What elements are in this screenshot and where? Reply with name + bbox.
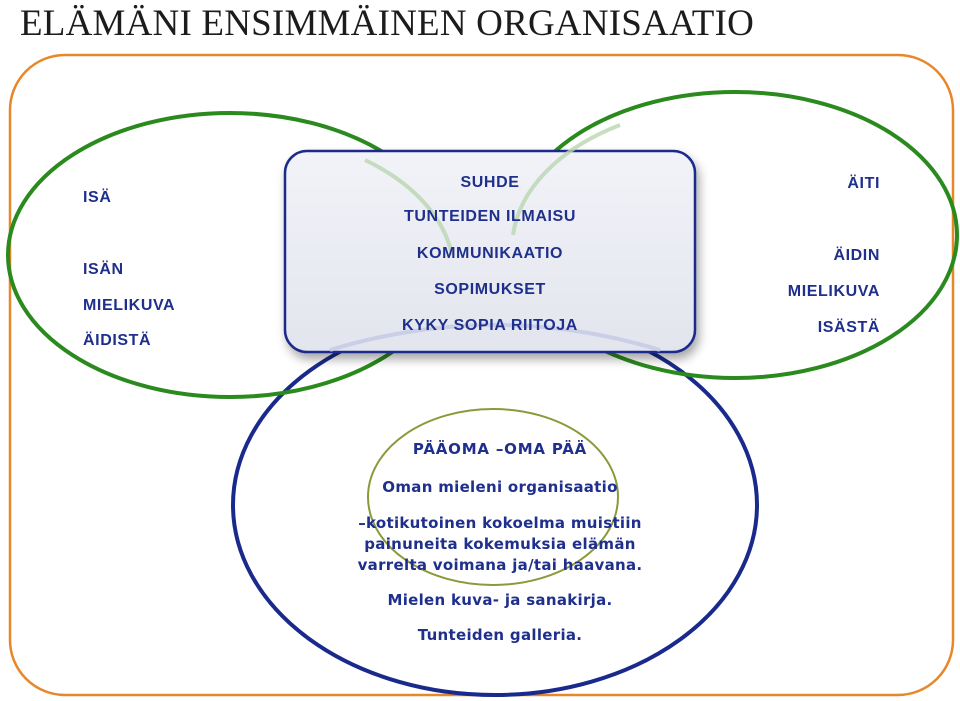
father-label: ISÄ [83,189,112,206]
capital-dictionary: Mielen kuva- ja sanakirja. [387,591,613,609]
capital-description-line-1: –kotikutoinen kokoelma muistiin [358,514,642,532]
father-image-line-1: ISÄN [83,261,124,278]
capital-heading: PÄÄOMA –OMA PÄÄ [412,440,588,458]
relationship-item-2: TUNTEIDEN ILMAISU [404,208,576,225]
relationship-item-3: KOMMUNIKAATIO [416,245,564,262]
mother-image-line-2: MIELIKUVA [787,283,880,300]
relationship-item-4: SOPIMUKSET [434,281,546,298]
father-image-line-2: MIELIKUVA [83,297,176,314]
father-arc-ghost [364,158,454,256]
inner-circle [367,408,619,586]
relationship-item-1: SUHDE [460,174,520,191]
relationship-box [283,149,697,354]
capital-arc-ghost [329,323,661,352]
page-title: ELÄMÄNI ENSIMMÄINEN ORGANISAATIO [20,3,755,44]
capital-description-line-2: painuneita kokemuksia elämän [364,535,636,553]
father-image-line-3: ÄIDISTÄ [83,332,152,349]
relationship-item-5: KYKY SOPIA RIITOJA [402,317,578,334]
mother-image-line-1: ÄIDIN [833,247,880,264]
capital-subheading: Oman mieleni organisaatio [382,478,618,496]
capital-gallery: Tunteiden galleria. [417,626,583,644]
mother-image-line-3: ISÄSTÄ [817,319,880,336]
mother-label: ÄITI [847,175,880,192]
capital-description-line-3: varrelta voimana ja/tai haavana. [357,556,643,574]
mother-arc-ghost [511,123,621,236]
